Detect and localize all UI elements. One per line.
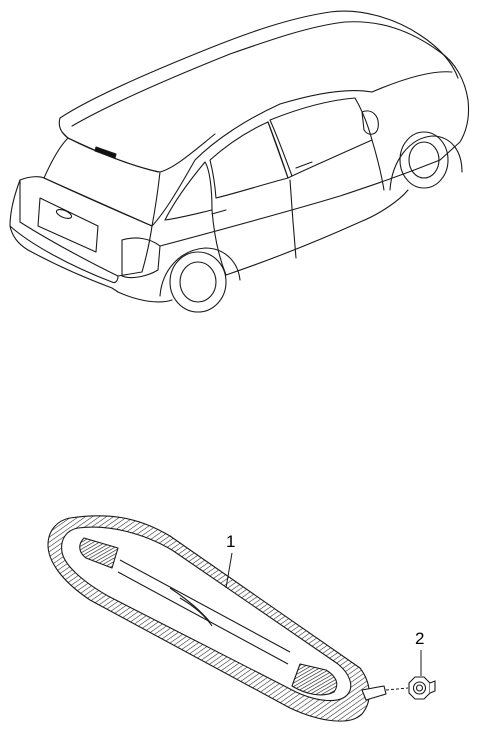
mounting-nut: [408, 676, 436, 700]
car-side-mirror: [361, 110, 379, 135]
car-rear-wheel: [169, 251, 227, 313]
callout-label-2: 2: [415, 629, 425, 648]
car-roof: [59, 10, 459, 119]
assembly-dashed-line: [385, 687, 409, 691]
car-rear-door-window: [209, 121, 289, 199]
car-front-door-window: [269, 97, 373, 177]
leader-line-1: [225, 552, 233, 589]
lamp-mount-tab: [361, 685, 387, 701]
car-license-plate: [37, 197, 99, 253]
car-illustration: [9, 10, 470, 313]
high-mount-stop-lamp: [47, 515, 387, 722]
car-tailgate: [19, 176, 153, 277]
car-taillight: [121, 237, 161, 279]
car-front-wheel: [399, 131, 449, 189]
car-rear-side-window: [164, 161, 213, 221]
callout-label-1: 1: [226, 532, 236, 551]
car-front-wheel-arch: [389, 135, 463, 191]
car-rear-wheel-arch: [159, 247, 241, 297]
lamp-lens: [61, 526, 352, 702]
car-stop-lamp-marker: [94, 146, 117, 159]
